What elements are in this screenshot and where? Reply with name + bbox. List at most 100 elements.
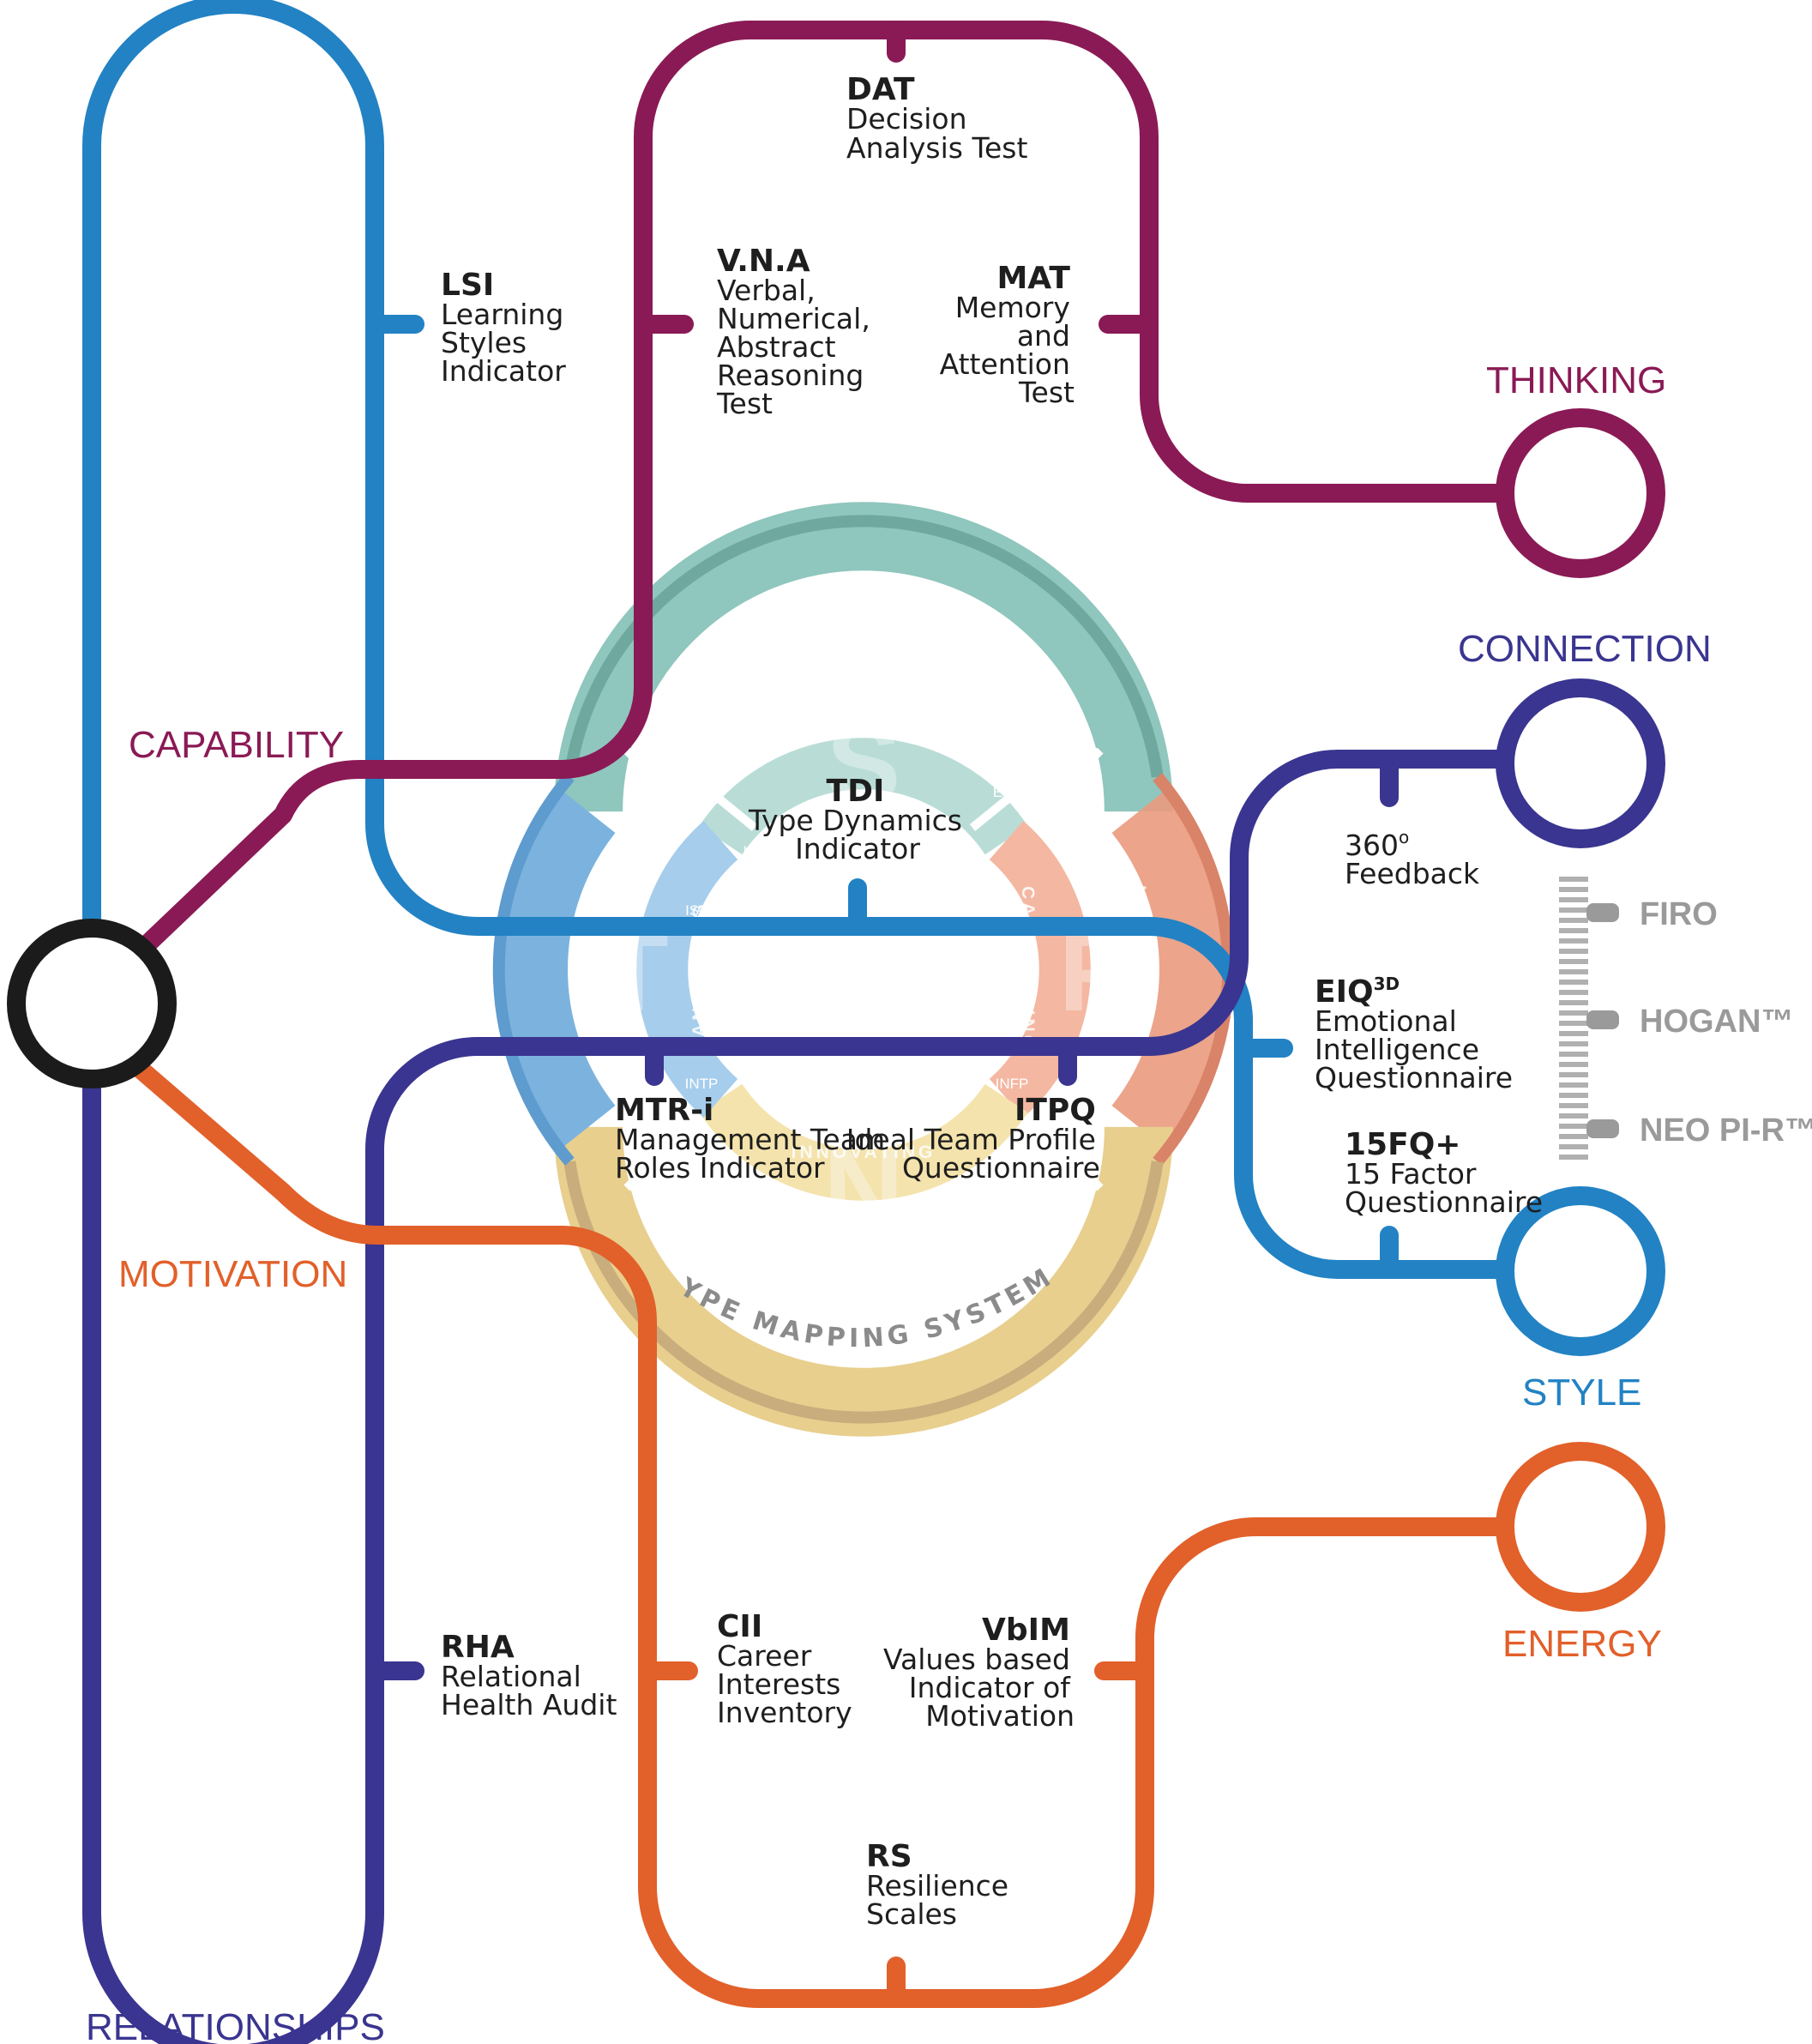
wheel-type-istj: ISTJ [743,843,774,859]
station-vna-name: Test [716,387,773,420]
wheel-separator [705,787,758,831]
wheel-type-estp: ESTP [683,784,720,800]
station-itpq-name: Ideal Team Profile [846,1123,1096,1156]
station-rs: RS Resilience Scales [866,1839,1013,1931]
wheel-group-inner-top: CLARIFIERS [828,871,888,883]
station-rs-name: Resilience [866,1869,1008,1902]
station-cii-name: Inventory [717,1696,852,1729]
wheel-inner-ring [636,738,1091,1201]
station-tdi-name: Type Dynamics [748,804,962,837]
tool-neo: NEO PI-R™ [1640,1112,1812,1149]
station-dat-name: Analysis Test [846,131,1027,165]
connector-hogan [1586,1010,1619,1029]
station-mat-name: Memory [955,291,1070,324]
station-vna: V.N.A Verbal, Numerical, Abstract Reason… [716,244,875,420]
label-connection: CONNECTION [1458,628,1712,670]
station-cii: CII Career Interests Inventory [717,1609,852,1729]
station-vna-code: V.N.A [717,244,810,279]
station-mtri-name: Management Team [615,1123,885,1156]
wheel-role-top: ACTIVATING [792,713,934,733]
wheel-group-bottom: EXPLORERS [829,1301,892,1313]
wheel-quadrant-left [499,790,616,1149]
station-eiq-code: EIQ [1315,974,1374,1010]
style-terminal [1496,1186,1665,1356]
label-capability: CAPABILITY [129,724,344,766]
wheel-center [721,827,1006,1112]
station-rha: RHA Relational Health Audit [441,1630,617,1721]
station-mat-code: MAT [996,261,1070,296]
label-thinking: THINKING [1486,359,1666,401]
station-vbim-name: Motivation [925,1699,1075,1733]
wheel-letter-bottom: N [823,1125,904,1251]
station-tdi: TDI Type Dynamics Indicator [748,774,966,865]
station-eiq-sup: 3D [1374,974,1400,994]
wheel-type-isfp: ISFP [996,902,1028,919]
station-lsi-name: Styles [441,326,527,359]
station-15fq-name: 15 Factor [1345,1157,1477,1191]
wheel-type-estj: ESTJ [622,843,658,859]
label-style: STYLE [1522,1372,1641,1414]
hub-circle [7,919,177,1088]
label-relationships: RELATIONSHIPS [86,2006,385,2044]
energy-line [129,1058,1514,2008]
connection-terminal [1496,678,1665,848]
wheel-rim-left [492,773,575,1166]
station-vna-name: Numerical, [717,302,870,335]
thinking-line [129,21,1514,962]
tool-firo: FIRO [1640,896,1718,932]
wheel-role-right: HARMONISING [1129,885,1149,1053]
station-vbim-name: Indicator of [909,1671,1072,1704]
wheel-separator [1029,747,1104,822]
station-mat-name: Test [1018,376,1075,409]
wheel-inner-top [699,738,1028,855]
station-vna-name: Abstract [717,330,836,364]
station-tdi-name: Indicator [795,832,920,865]
station-15fq-code: 15FQ+ [1345,1127,1460,1162]
wheel-inner-bottom [699,1083,1028,1201]
style-line [82,0,1514,1279]
wheel-role-left: CONDUCTING [576,891,596,1047]
label-motivation: MOTIVATION [118,1253,347,1295]
wheel-quadrant-top [554,502,1173,812]
station-eiq-name: Emotional [1315,1004,1457,1038]
station-tdi-code: TDI [827,774,885,809]
station-itpq: ITPQ Ideal Team Profile Questionnaire [846,1093,1100,1185]
wheel-quadrant-right [1111,790,1228,1149]
station-eiq-name: Intelligence [1315,1033,1479,1066]
station-lsi-name: Indicator [441,354,566,388]
station-eiq-name: Questionnaire [1315,1061,1513,1094]
station-15fq: 15FQ+ 15 Factor Questionnaire [1345,1127,1543,1219]
energy-terminal [1496,1442,1665,1612]
station-eiq: EIQ3D Emotional Intelligence Questionnai… [1315,974,1513,1094]
wheel-separator [623,747,698,822]
station-mtri-name: Roles Indicator [615,1151,825,1185]
wheel-inner-right [989,821,1091,1118]
wheel-role-bottom-inner: INNOVATING [792,1143,936,1162]
station-lsi-name: Learning [441,298,563,331]
station-360: 360o Feedback [1345,827,1480,890]
connector-firo [1586,903,1619,922]
station-rha-name: Health Audit [441,1688,617,1721]
wheel-type-esfp: ESFP [993,784,1031,800]
station-360-sup: o [1399,827,1409,847]
wheel-inner-left [636,821,738,1118]
wheel-separator [969,787,1022,831]
wheel-type-infp: INFP [996,1076,1029,1092]
wheel-group-top: ACTIVATORS [826,680,890,692]
station-mat-name: Attention [940,347,1070,381]
station-dat-code: DAT [846,72,915,107]
station-mat: MAT Memory and Attention Test [940,261,1075,409]
station-dat: DAT Decision Analysis Test [846,72,1027,165]
station-360-name: Feedback [1345,857,1480,890]
wheel-letter-top: S [827,701,901,826]
wheel-rim-bottom [563,1161,1164,1424]
wheel-outer-ring [499,502,1228,1437]
wheel-type-enfp: ENFP [992,1194,1031,1210]
external-tools: FIRO HOGAN™ NEO PI-R™ [1559,877,1812,1160]
station-mat-name: and [1017,319,1070,353]
station-rha-name: Relational [441,1660,581,1693]
wheel-separator [1029,1117,1104,1191]
station-rha-code: RHA [441,1630,515,1665]
station-vbim-name: Values based [883,1643,1070,1676]
wheel-rim-top [563,515,1164,778]
